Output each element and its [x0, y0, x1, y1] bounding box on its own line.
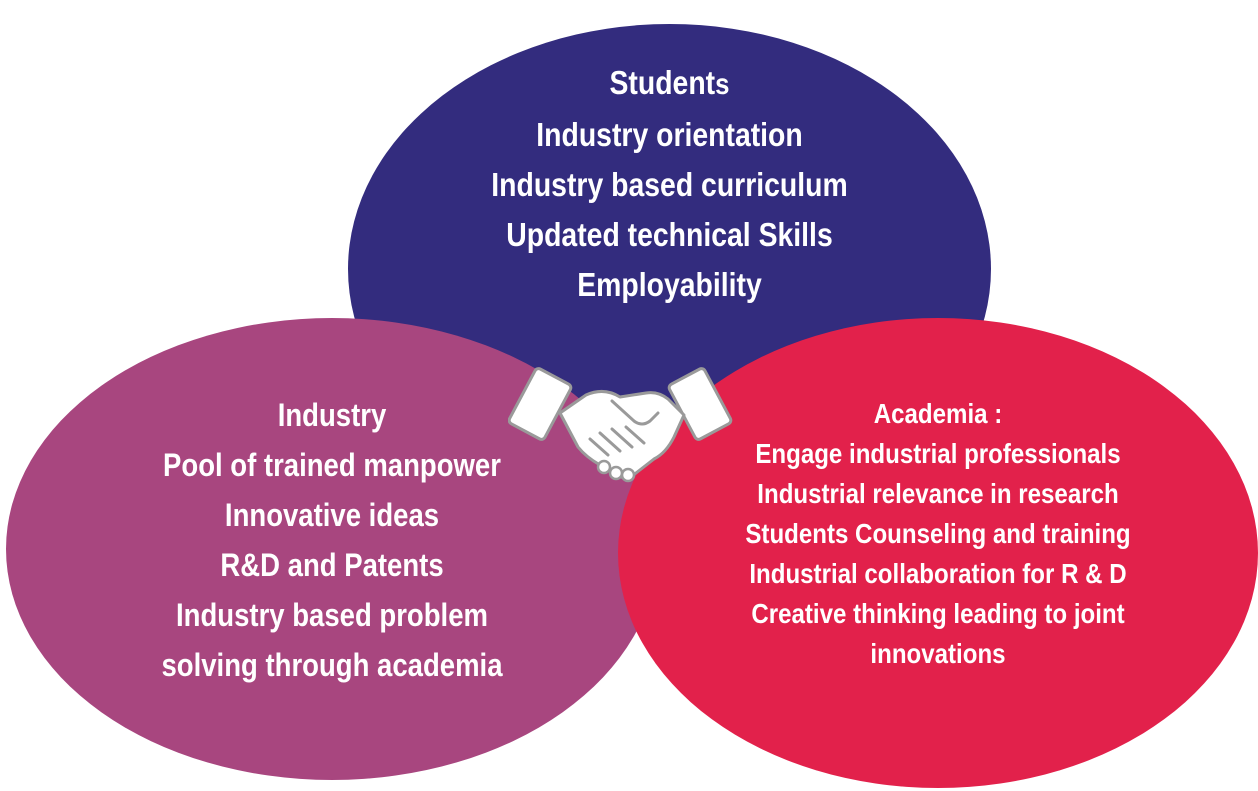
- industry-item: Innovative ideas: [224, 497, 440, 533]
- industry-text: Industry Pool of trained manpower Innova…: [52, 390, 613, 690]
- academia-text: Academia : Engage industrial professiona…: [663, 394, 1213, 674]
- industry-item: solving through academia: [161, 647, 503, 683]
- academia-item: innovations: [870, 638, 1006, 669]
- industry-item: Pool of trained manpower: [163, 447, 501, 483]
- students-title-main: Student: [609, 64, 716, 101]
- industry-item: R&D and Patents: [220, 547, 444, 583]
- industry-title: Industry: [277, 397, 387, 433]
- students-text: Students Industry orientation Industry b…: [393, 58, 946, 310]
- students-title-suffix: s: [715, 68, 730, 101]
- academia-item: Industrial relevance in research: [757, 478, 1119, 509]
- students-item: Industry orientation: [536, 116, 803, 153]
- academia-ellipse: [618, 318, 1258, 788]
- students-item: Employability: [577, 266, 762, 303]
- academia-item: Engage industrial professionals: [755, 438, 1121, 469]
- students-item: Updated technical Skills: [506, 216, 833, 253]
- academia-item: Industrial collaboration for R & D: [749, 558, 1127, 589]
- handshake-icon: [508, 367, 733, 483]
- academia-item: Creative thinking leading to joint: [751, 598, 1125, 629]
- academia-item: Students Counseling and training: [745, 518, 1131, 549]
- academia-title: Academia :: [873, 398, 1003, 429]
- students-title: Students: [393, 58, 946, 110]
- industry-item: Industry based problem: [176, 597, 488, 633]
- students-item: Industry based curriculum: [491, 166, 848, 203]
